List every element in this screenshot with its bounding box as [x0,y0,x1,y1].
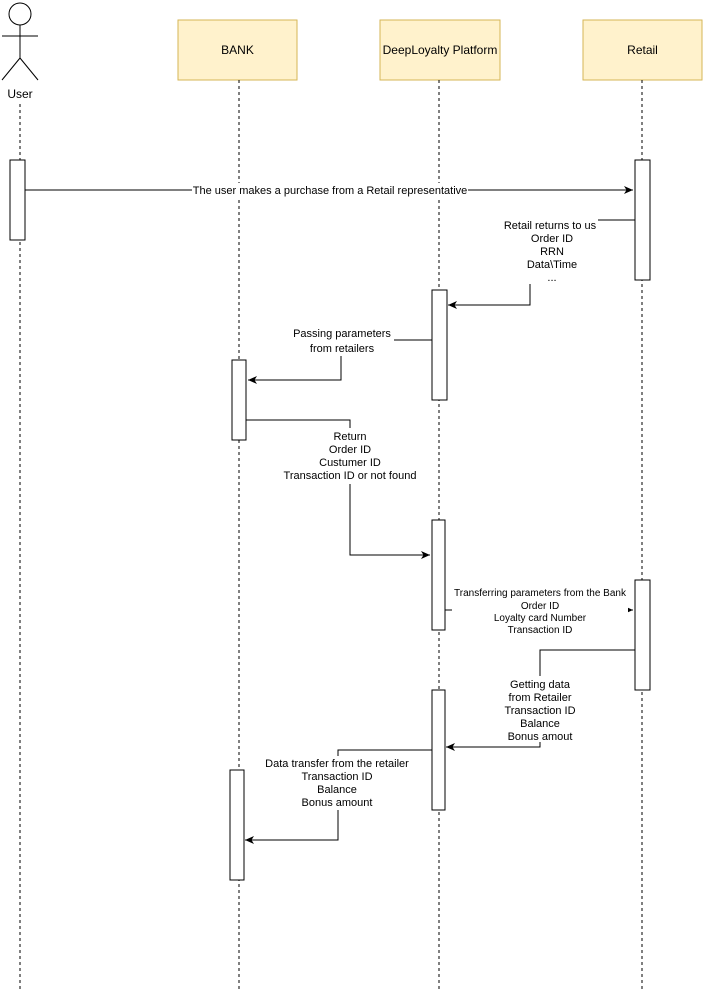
svg-text:from retailers: from retailers [310,343,375,355]
svg-text:Order ID: Order ID [531,233,573,245]
msg-retail-returns-label: Retail returns to us Order ID RRN Data\T… [504,220,597,284]
svg-text:Transferring parameters from t: Transferring parameters from the Bank [454,588,627,599]
svg-text:Balance: Balance [520,718,560,730]
msg-data-transfer-label: Data transfer from the retailer Transact… [265,758,409,809]
platform-activation-2 [431,519,446,631]
retail-activation-1 [634,159,651,281]
svg-text:Custumer ID: Custumer ID [319,457,381,469]
svg-text:from Retailer: from Retailer [509,692,572,704]
msg-purchase-label: The user makes a purchase from a Retail … [193,185,468,197]
msg-bank-return-arrow [246,419,430,559]
user-activation [9,159,26,241]
svg-text:Bonus amount: Bonus amount [302,797,373,809]
svg-text:Order ID: Order ID [329,444,371,456]
svg-text:RRN: RRN [540,246,564,258]
svg-text:Return: Return [333,431,366,443]
platform-participant: DeepLoyalty Platform [379,19,501,81]
svg-text:Data\Time: Data\Time [527,259,577,271]
bank-participant-label: BANK [221,43,254,57]
retail-participant: Retail [582,19,703,81]
svg-text:Passing parameters: Passing parameters [293,328,391,340]
platform-activation-1 [431,289,448,401]
svg-text:The user makes a purchase from: The user makes a purchase from a Retail … [193,185,468,197]
svg-text:Order ID: Order ID [521,601,559,612]
svg-text:Bonus amout: Bonus amout [508,731,573,743]
msg-transferring-parameters-label: Transferring parameters from the Bank Or… [454,588,627,636]
svg-text:Balance: Balance [317,784,357,796]
svg-text:...: ... [547,272,556,284]
platform-participant-label: DeepLoyalty Platform [383,43,498,57]
svg-text:Getting data: Getting data [510,679,571,691]
bank-participant: BANK [177,19,298,81]
retail-activation-2 [634,579,651,691]
user-actor-label: User [7,87,32,101]
msg-getting-data-label: Getting data from Retailer Transaction I… [504,679,575,743]
svg-text:Data transfer from the retaile: Data transfer from the retailer [265,758,409,770]
msg-passing-parameters-label: Passing parameters from retailers [293,328,391,355]
svg-text:Transaction ID: Transaction ID [301,771,372,783]
bank-activation-1 [231,359,247,441]
bank-activation-2 [229,769,245,881]
msg-bank-return-label: Return Order ID Custumer ID Transaction … [284,431,417,482]
svg-text:Retail returns to us: Retail returns to us [504,220,597,232]
svg-text:Loyalty card Number: Loyalty card Number [494,613,587,624]
retail-participant-label: Retail [627,43,658,57]
user-actor-icon [1,2,39,81]
svg-text:Transaction ID: Transaction ID [504,705,575,717]
svg-text:Transaction ID: Transaction ID [508,625,573,636]
svg-text:Transaction ID or not found: Transaction ID or not found [284,470,417,482]
platform-activation-3 [431,689,446,811]
